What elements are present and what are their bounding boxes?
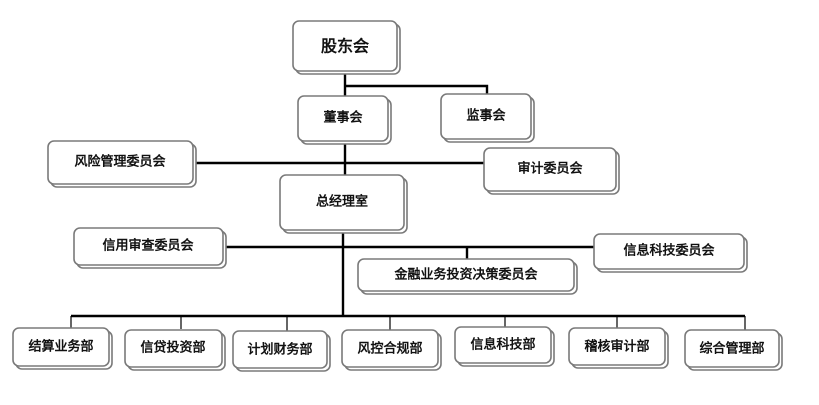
it-committee-box: 信息科技委员会 — [593, 233, 748, 273]
board-label: 董事会 — [323, 110, 363, 126]
department-label: 计划财务部 — [247, 342, 312, 358]
department-box: 信贷投资部 — [124, 329, 226, 371]
department-box: 风控合规部 — [341, 329, 442, 371]
department-label: 综合管理部 — [699, 341, 764, 357]
supervisors-box: 监事会 — [440, 93, 535, 143]
department-label: 稽核审计部 — [584, 339, 649, 355]
shareholders-label: 股东会 — [321, 37, 369, 56]
department-box: 结算业务部 — [12, 327, 113, 370]
department-box: 信息科技部 — [454, 326, 555, 367]
department-label: 风控合规部 — [357, 341, 422, 357]
department-label: 信贷投资部 — [140, 340, 205, 356]
investment-committee-label: 金融业务投资决策委员会 — [393, 267, 538, 283]
risk-committee-label: 风险管理委员会 — [74, 154, 166, 170]
department-label: 结算业务部 — [28, 339, 93, 355]
credit-committee-label: 信用审查委员会 — [102, 238, 194, 254]
it-committee-label: 信息科技委员会 — [623, 243, 715, 259]
general-manager-office-box: 总经理室 — [279, 174, 408, 234]
audit-committee-box: 审计委员会 — [483, 147, 620, 195]
supervisors-label: 监事会 — [466, 108, 506, 124]
investment-committee-box: 金融业务投资决策委员会 — [357, 258, 578, 295]
shareholders-box: 股东会 — [292, 20, 401, 75]
connector-lines — [70, 72, 746, 331]
credit-committee-box: 信用审查委员会 — [73, 227, 227, 269]
general-manager-office-label: 总经理室 — [316, 194, 368, 210]
department-box: 稽核审计部 — [568, 327, 669, 369]
department-box: 计划财务部 — [232, 330, 331, 372]
department-label: 信息科技部 — [470, 337, 535, 353]
department-box: 综合管理部 — [684, 329, 783, 371]
risk-committee-box: 风险管理委员会 — [47, 140, 197, 188]
audit-committee-label: 审计委员会 — [517, 161, 583, 177]
board-box: 董事会 — [297, 95, 392, 145]
